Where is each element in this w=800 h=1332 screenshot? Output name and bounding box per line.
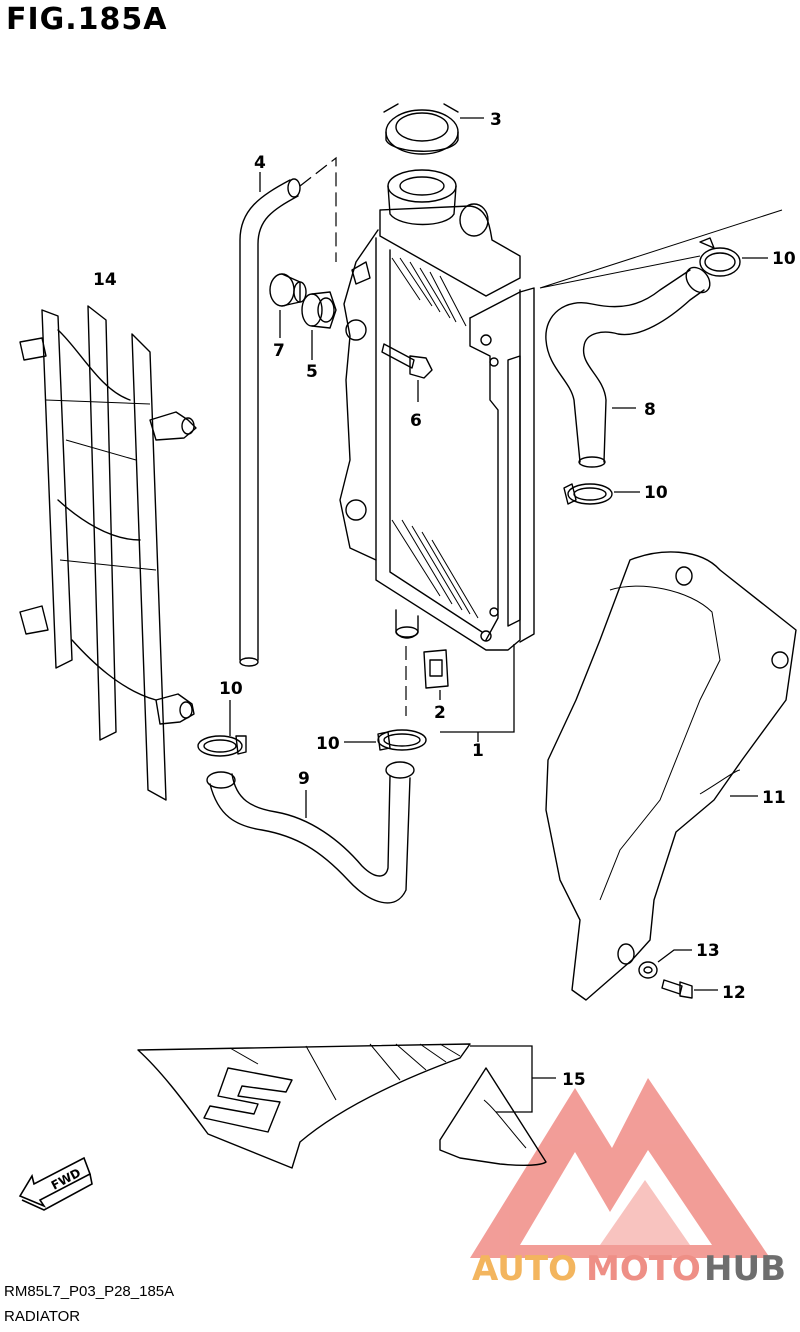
callout-15: 15 xyxy=(562,1070,586,1090)
radiator-cap-part-3 xyxy=(383,103,484,155)
callout-1: 1 xyxy=(472,741,484,761)
radiator-louver-part-14 xyxy=(19,305,197,801)
watermark-part-moto: MOTO xyxy=(586,1249,701,1289)
callout-4: 4 xyxy=(254,153,266,173)
callout-13: 13 xyxy=(696,941,720,961)
bolt-part-6 xyxy=(381,343,433,402)
radiator-part-1 xyxy=(339,169,535,742)
callout-11: 11 xyxy=(762,788,786,808)
watermark-part-auto: AUTO xyxy=(472,1249,577,1289)
hose-clamp-part-10-d xyxy=(344,729,427,751)
washer-part-13 xyxy=(638,949,692,979)
callout-2: 2 xyxy=(434,703,446,723)
watermark-part-hub: HUB xyxy=(704,1249,786,1289)
callout-10-c: 10 xyxy=(219,679,243,699)
callout-9: 9 xyxy=(298,769,310,789)
callout-6: 6 xyxy=(410,411,422,431)
radiator-hose-part-9 xyxy=(206,761,415,904)
callout-14: 14 xyxy=(93,270,117,290)
callout-10-a: 10 xyxy=(772,249,796,269)
bolt-part-12 xyxy=(661,979,718,999)
hose-clamp-part-10-c xyxy=(197,700,247,757)
watermark-text: AUTO MOTO HUB xyxy=(472,1249,786,1289)
figure-code: RM85L7_P03_P28_185A xyxy=(4,1283,175,1300)
callout-3: 3 xyxy=(490,110,502,130)
grommet-part-2 xyxy=(405,646,449,716)
callout-12: 12 xyxy=(722,983,746,1003)
callout-5: 5 xyxy=(306,362,318,382)
collar-part-5 xyxy=(301,291,337,360)
figure-name: RADIATOR xyxy=(4,1308,81,1325)
callout-10-b: 10 xyxy=(644,483,668,503)
callout-7: 7 xyxy=(273,341,285,361)
cushion-part-7 xyxy=(269,273,307,338)
overflow-hose-part-4 xyxy=(239,156,337,667)
hose-clamp-part-10-b xyxy=(563,483,640,505)
radiator-cover-part-11 xyxy=(545,551,797,1001)
callout-8: 8 xyxy=(644,400,656,420)
figure-title: FIG.185A xyxy=(6,2,168,37)
callout-10-d: 10 xyxy=(316,734,340,754)
hose-clamp-part-10-a xyxy=(699,237,768,277)
shroud-decal-part-15 xyxy=(137,1043,556,1169)
radiator-hose-part-8 xyxy=(539,209,783,468)
forward-direction-arrow: FWD xyxy=(18,1156,93,1211)
watermark-logo xyxy=(470,1078,770,1258)
